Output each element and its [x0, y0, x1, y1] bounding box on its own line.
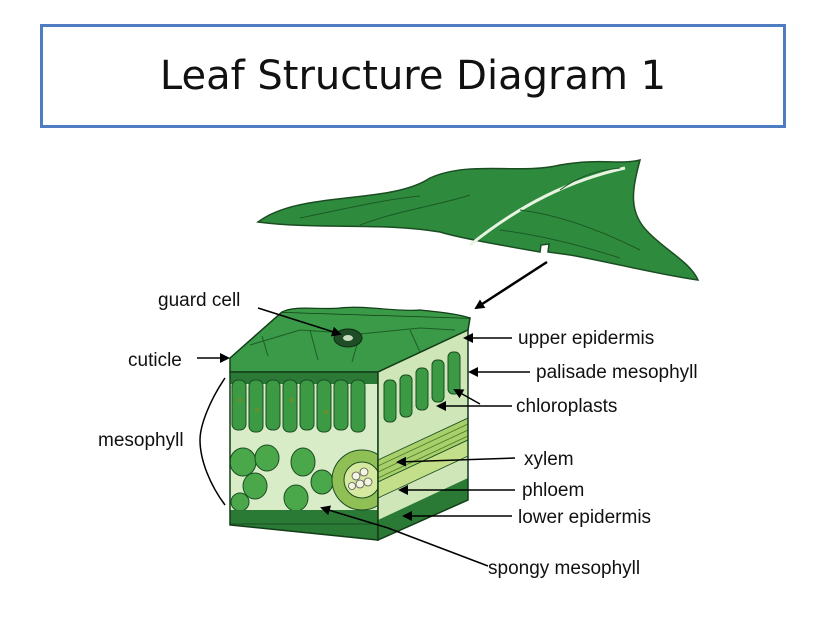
- label-phloem: phloem: [522, 480, 584, 501]
- diagram-title: Leaf Structure Diagram 1: [159, 53, 667, 99]
- label-mesophyll: mesophyll: [98, 430, 184, 451]
- label-chloroplasts: chloroplasts: [516, 396, 617, 417]
- label-lower-epidermis: lower epidermis: [518, 507, 651, 528]
- label-cuticle: cuticle: [128, 350, 182, 371]
- zoom-arrow: [474, 260, 548, 310]
- label-palisade-mesophyll: palisade mesophyll: [536, 362, 698, 383]
- label-upper-epidermis: upper epidermis: [518, 328, 654, 349]
- label-xylem: xylem: [524, 449, 574, 470]
- leaf-cross-section: [229, 306, 471, 542]
- leader-lines: [197, 307, 530, 567]
- title-frame: Leaf Structure Diagram 1: [40, 24, 786, 128]
- leaf-illustration: [256, 158, 700, 281]
- label-spongy-mesophyll: spongy mesophyll: [488, 558, 640, 579]
- label-guard-cell: guard cell: [158, 290, 240, 311]
